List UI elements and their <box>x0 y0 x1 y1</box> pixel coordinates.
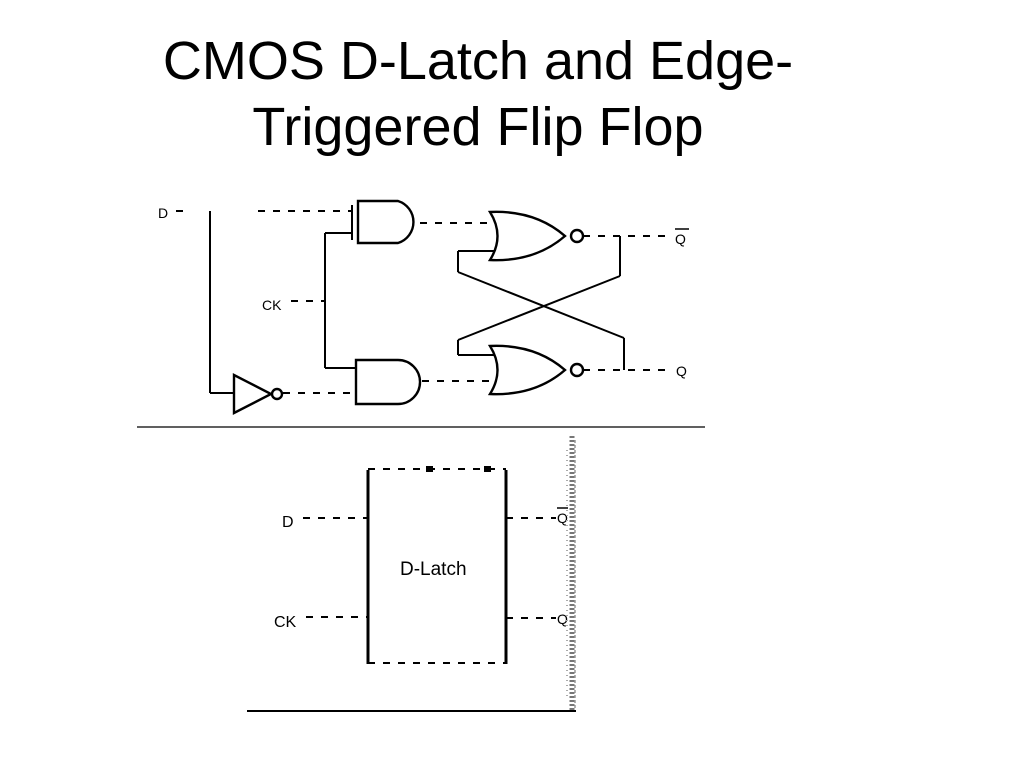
slide-title: CMOS D-Latch and Edge- Triggered Flip Fl… <box>0 28 956 160</box>
feedback-cross <box>457 236 625 370</box>
inverter-gate <box>232 373 356 415</box>
input-d-label: D <box>158 205 168 221</box>
latch-block: D-Latch D CK Q Q <box>247 436 576 712</box>
nor-gate-top <box>487 210 585 262</box>
block-output-bottom-label: Q <box>557 611 568 627</box>
block-input-d-label: D <box>282 514 294 531</box>
and-gate-bottom <box>354 358 422 406</box>
output-q-label: Q <box>676 363 687 379</box>
slide-title-line-1: CMOS D-Latch and Edge- <box>162 31 794 91</box>
d-input-wire <box>176 205 353 394</box>
slide-title-line-2: Triggered Flip Flop <box>252 97 704 157</box>
block-input-ck-label: CK <box>274 614 297 631</box>
block-output-top-label: Q <box>557 510 568 526</box>
latch-block-label: D-Latch <box>400 559 467 580</box>
and-gate-top <box>356 199 415 245</box>
nor-gate-bottom <box>487 344 585 396</box>
output-qbar-label: Q <box>675 231 686 247</box>
latch-block-frame <box>368 468 506 664</box>
input-ck-label: CK <box>262 297 282 313</box>
latch-circuit: D CK Q Q <box>137 199 705 428</box>
ck-input-wire <box>291 232 356 369</box>
scan-edge-artifact <box>566 436 576 712</box>
